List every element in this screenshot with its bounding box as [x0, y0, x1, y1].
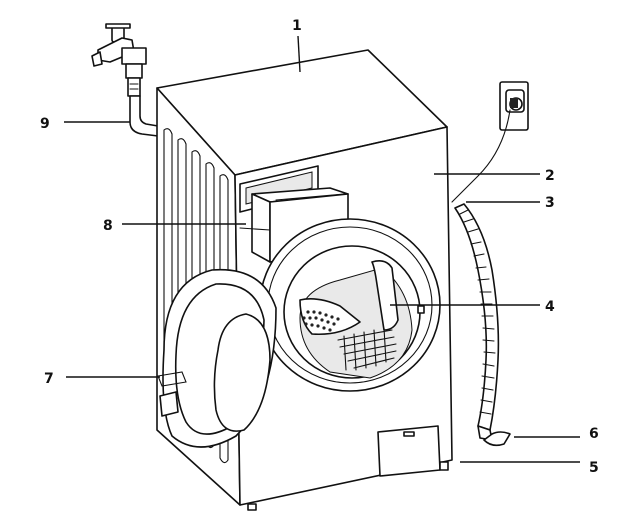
- callout-6: 6: [589, 426, 599, 442]
- service-hatch: [377, 425, 441, 477]
- callout-labels: 1 2 3 4 5 6 7 8 9: [40, 18, 599, 476]
- callout-2: 2: [545, 168, 555, 184]
- water-tap: [91, 23, 147, 97]
- leader-lines: [64, 35, 580, 463]
- callout-8: 8: [103, 218, 113, 234]
- drain-hose: [454, 203, 511, 447]
- wall-socket: [499, 81, 529, 131]
- power-cord: [451, 109, 511, 203]
- callout-4: 4: [545, 299, 555, 315]
- feet: [247, 461, 449, 511]
- inlet-hose: [129, 95, 159, 137]
- door: [157, 268, 277, 448]
- callout-5: 5: [589, 460, 599, 476]
- callout-7: 7: [44, 371, 54, 387]
- callout-9: 9: [40, 116, 50, 132]
- callout-3: 3: [545, 195, 555, 211]
- callout-1: 1: [292, 18, 302, 34]
- drum: [299, 260, 425, 379]
